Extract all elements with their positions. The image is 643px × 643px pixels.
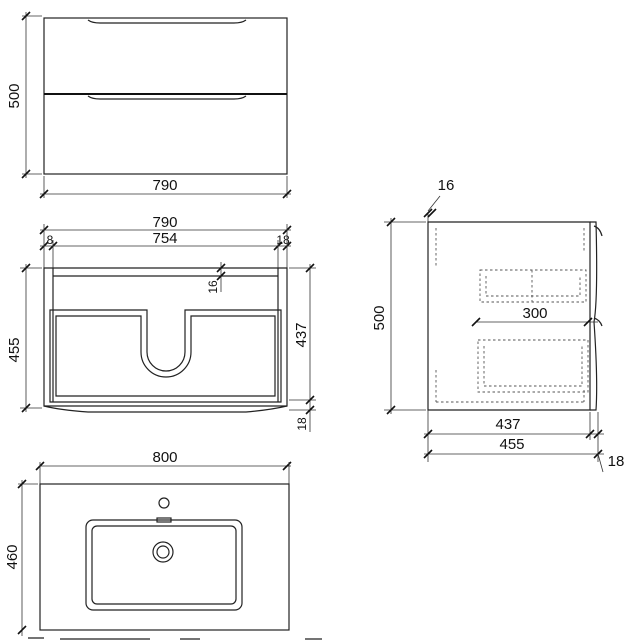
dim-tick [583,317,593,327]
top-section-view: 790 754 8 18 16 455 [6,214,316,432]
dim-tick [305,395,315,405]
side-drawer-front [590,221,598,411]
dim-tick [282,189,292,199]
lower-drawer-hidden [477,339,589,393]
side-handle-lip [593,225,603,327]
dim-tick [21,169,31,179]
carcass-outline [43,267,288,407]
dim-tick [471,317,481,327]
side-left-label: 8 [47,233,54,247]
side-right-label: 18 [276,233,290,247]
dim-tick [216,271,226,281]
dim-tick [423,208,433,218]
leader-line [597,453,604,473]
dim-tick [17,625,27,635]
drawer-box-inner [55,315,276,397]
side-top-thickness-label: 16 [438,177,455,194]
front-view: 500 790 [6,11,292,199]
dim-tick [593,429,603,439]
upper-drawer-hidden-inner [485,270,581,302]
dim-tick [305,263,315,273]
drain-outer-icon [152,541,174,563]
outer-width-label: 790 [152,214,177,231]
front-width-label: 790 [152,177,177,194]
dim-tick [585,429,595,439]
dim-tick [21,263,31,273]
basin-width-label: 800 [152,449,177,466]
dim-tick [386,405,396,415]
dim-tick [305,405,315,415]
front-thickness-label: 18 [295,417,309,431]
basin-bowl-outer [85,519,243,611]
basin-top-view: 800 460 [4,449,322,640]
dim-tick [216,263,226,273]
handle-groove-bottom [87,95,247,100]
dim-tick [39,189,49,199]
basin-bowl-inner [91,525,237,605]
depth-inner-label: 437 [293,322,310,347]
inner-width-label: 754 [152,230,177,247]
drain-inner-icon [156,545,170,559]
handle-groove-top [87,19,247,24]
basin-outline [39,483,290,631]
overflow-slot-icon [156,517,172,523]
cabinet-front-outline [43,17,288,175]
tap-hole-icon [158,497,170,509]
basin-depth-label: 460 [4,544,21,569]
front-height-label: 500 [6,83,23,108]
lower-drawer-hidden-inner [483,346,583,387]
leader-line [427,195,441,212]
dim-tick [17,479,27,489]
side-height-label: 500 [371,305,388,330]
dim-tick [21,11,31,21]
dim-tick [423,429,433,439]
dim-tick [386,217,396,227]
dim-tick [21,403,31,413]
side-view: 16 500 300 437 455 [371,177,625,473]
upper-drawer-hidden [479,269,587,303]
dim-tick [282,461,292,471]
dim-tick [423,449,433,459]
panel-thickness-label: 16 [206,280,220,294]
side-depth-inner-label: 437 [495,416,520,433]
side-depth-total-label: 455 [499,436,524,453]
depth-total-label: 455 [6,337,23,362]
drawer-box-outline [49,309,282,403]
cut-off-marks [28,637,322,640]
hidden-carcass-lines [435,228,585,403]
side-front-thickness-label: 18 [608,453,625,470]
dim-tick [427,208,437,218]
drawer-depth-label: 300 [522,305,547,322]
drawer-front-curve [43,405,288,413]
side-carcass-outline [427,221,591,411]
